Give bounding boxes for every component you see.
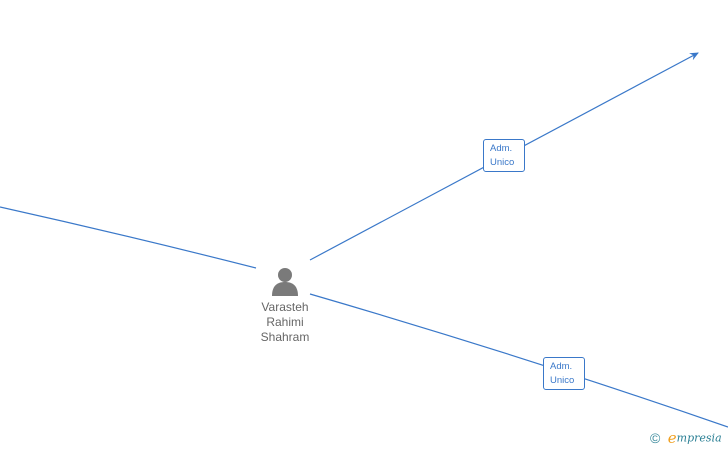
person-name-line: Shahram [260,330,310,344]
edge-role-line: Adm. [490,143,513,154]
person-node[interactable]: Varasteh Rahimi Shahram [243,266,327,345]
person-name-line: Varasteh [261,300,309,314]
brand-logo-text: mpresia [676,431,722,445]
edge-role-label[interactable]: Adm. Unico [543,357,585,390]
edge-role-line: Unico [490,157,515,168]
person-name-line: Rahimi [266,315,304,329]
person-name: Varasteh Rahimi Shahram [243,300,327,345]
edge-role-label[interactable]: Adm. Unico [483,139,525,172]
edge-line-left[interactable] [0,206,257,269]
brand-watermark: © empresia [650,429,722,447]
person-icon [272,268,298,296]
edge-role-line: Adm. [550,361,573,372]
copyright-icon: © [650,430,661,446]
edge-line-lower-right[interactable] [309,293,728,428]
edge-role-line: Unico [550,375,575,386]
brand-logo-initial: e [667,429,677,447]
